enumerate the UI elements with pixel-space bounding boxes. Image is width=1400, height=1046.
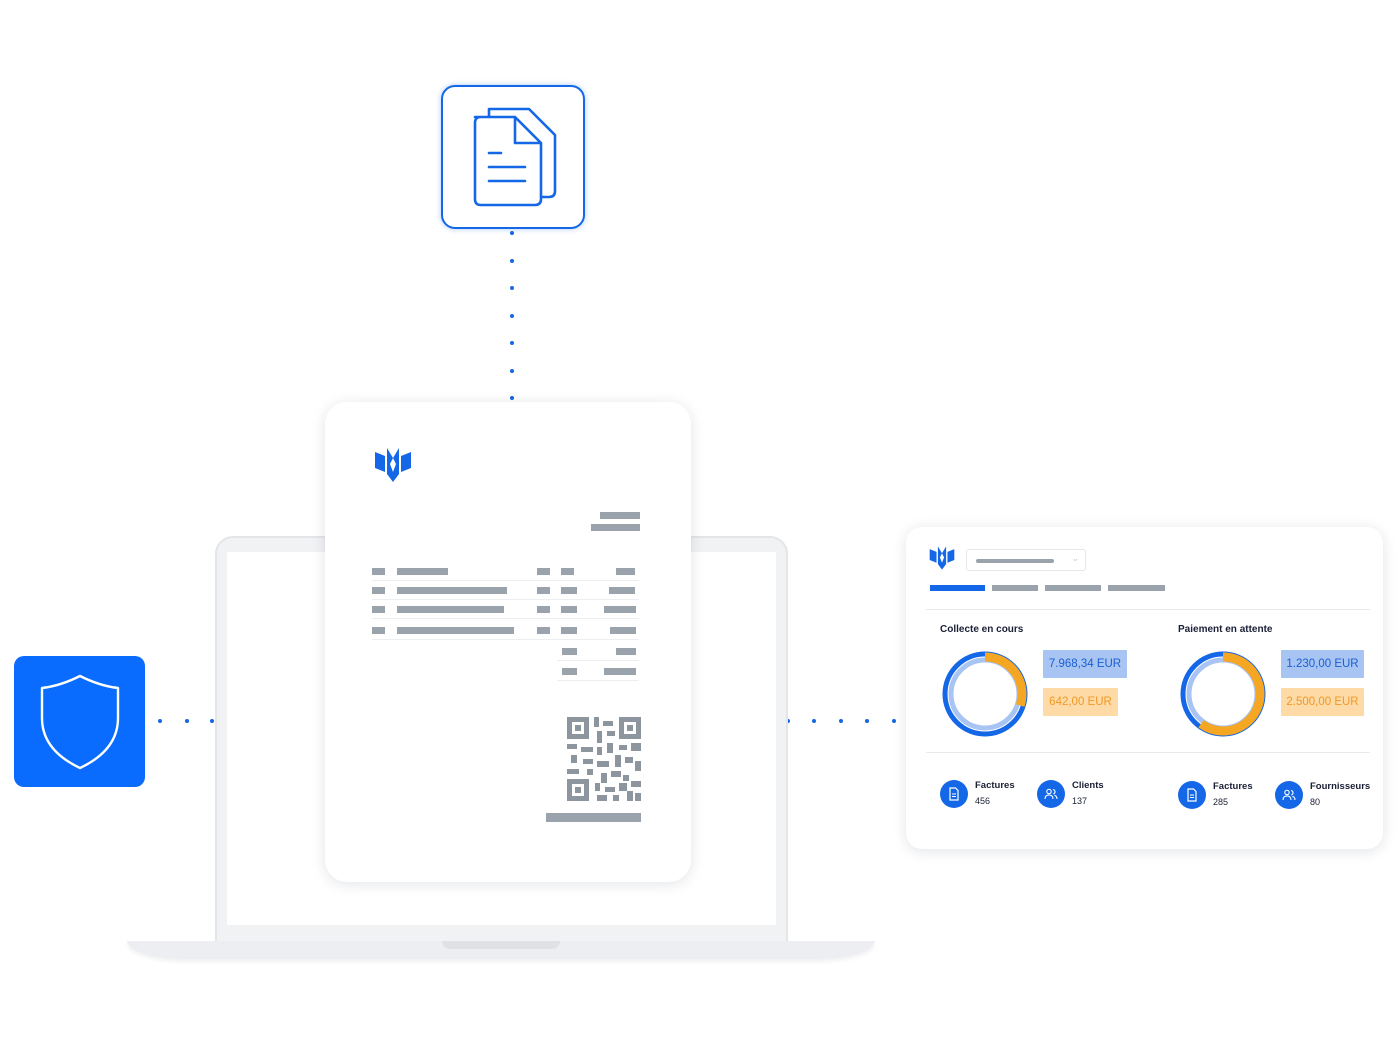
tab-4[interactable] (1108, 585, 1165, 591)
laptop-notch (442, 941, 560, 949)
tab-2[interactable] (992, 585, 1038, 591)
invoice-address-line (600, 512, 640, 519)
donut-chart-collecte (942, 651, 1028, 737)
users-icon (1044, 788, 1058, 800)
file-icon (949, 787, 959, 801)
section-title: Paiement en attente (1178, 624, 1273, 635)
laptop-base (127, 941, 875, 959)
amount-secondary: 642,00 EUR (1043, 688, 1118, 716)
invoice-address-line (591, 524, 640, 531)
documents-icon (473, 107, 557, 207)
logo-icon (929, 546, 955, 570)
dashboard-card: ⌄ Collecte en cours 7.968,34 EUR 642,00 … (906, 527, 1383, 849)
amount-secondary: 2.500,00 EUR (1281, 688, 1364, 716)
divider (926, 752, 1370, 753)
amount-primary: 7.968,34 EUR (1043, 650, 1127, 678)
amount-primary: 1.230,00 EUR (1281, 650, 1364, 678)
users-icon (1282, 789, 1296, 801)
documents-tile (441, 85, 585, 229)
qr-code (567, 717, 641, 801)
file-icon (1187, 788, 1197, 802)
shield-icon (40, 674, 120, 770)
invoice-card (325, 402, 691, 882)
donut-chart-paiement (1180, 651, 1266, 737)
tab-3[interactable] (1045, 585, 1101, 591)
logo-icon (375, 448, 411, 482)
divider (926, 609, 1370, 610)
donut-segment-orange (1181, 652, 1265, 736)
account-select[interactable]: ⌄ (966, 549, 1086, 571)
section-title: Collecte en cours (940, 624, 1024, 635)
chevron-down-icon: ⌄ (1071, 553, 1079, 563)
tab-active[interactable] (930, 585, 985, 591)
shield-tile (14, 656, 145, 787)
donut-segment-orange (943, 652, 1027, 736)
invoice-footer-line (546, 813, 641, 822)
